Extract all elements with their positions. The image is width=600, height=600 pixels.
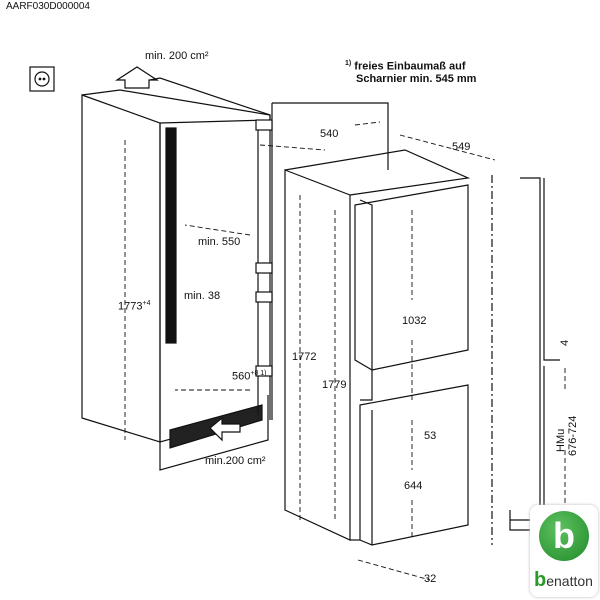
- logo-rest: enatton: [546, 573, 593, 589]
- dim-min-38: min. 38: [184, 290, 221, 302]
- dim-560: 560+8 1): [232, 370, 267, 383]
- dim-4: 4: [559, 339, 571, 346]
- logo-emblem: b: [539, 511, 589, 561]
- diagram-id: AARF030D000004: [6, 1, 90, 12]
- dim-min-550: min. 550: [198, 236, 241, 248]
- footnote: 1) freies Einbaumaß auf: [345, 60, 466, 73]
- dim-540: 540: [320, 128, 339, 140]
- dimension-lines: [124, 121, 566, 581]
- dim-560-tol: +8 1): [250, 370, 267, 377]
- dim-549: 549: [452, 141, 471, 153]
- vent-arrow-in-icon: [209, 416, 241, 442]
- dim-560-value: 560: [232, 370, 251, 383]
- footnote-marker: 1): [345, 60, 352, 67]
- logo-letter: b: [553, 515, 575, 556]
- footnote-line2: Scharnier min. 545 mm: [356, 73, 477, 85]
- vent-top-label: min. 200 cm²: [145, 50, 209, 62]
- vent-bottom-label: min.200 cm²: [205, 455, 266, 467]
- power-socket-icon: [29, 66, 55, 92]
- hinges: [255, 119, 273, 377]
- dim-644: 644: [404, 480, 423, 492]
- hmu-label: HMu: [555, 428, 567, 452]
- cabinet-niche: [81, 77, 389, 471]
- logo-wordmark: benatton: [534, 569, 593, 592]
- dim-1773: 1773+4: [118, 300, 150, 313]
- benatton-logo: b benatton: [530, 505, 598, 597]
- dim-1772: 1772: [292, 351, 317, 363]
- dim-1032: 1032: [402, 315, 427, 327]
- vent-arrow-up-icon: [114, 66, 160, 89]
- dim-32: 32: [424, 573, 437, 585]
- side-profile: [491, 175, 560, 545]
- hmu-range: 676-724: [567, 415, 579, 456]
- dim-1773-value: 1773: [118, 300, 143, 313]
- dim-53: 53: [424, 430, 437, 442]
- dim-1773-tol: +4: [142, 300, 151, 307]
- footnote-line1: freies Einbaumaß auf: [354, 60, 466, 73]
- dim-1779: 1779: [322, 379, 347, 391]
- logo-first: b: [534, 569, 547, 591]
- appliance: [284, 149, 471, 546]
